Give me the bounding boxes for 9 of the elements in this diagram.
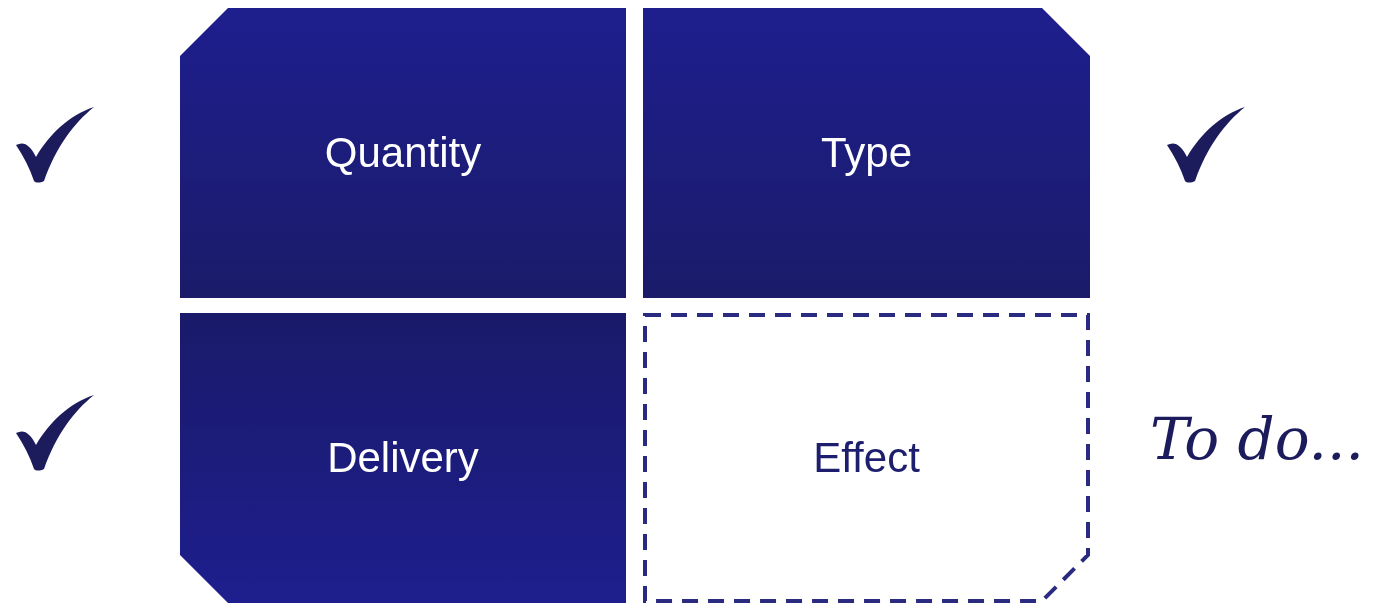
quadrant-panel (643, 8, 1090, 298)
quadrant-panel (180, 8, 626, 298)
panel-label: Type (820, 129, 913, 177)
panel-label: Quantity (324, 129, 482, 177)
panel-label: Delivery (327, 434, 479, 482)
panel-label: Effect (813, 434, 920, 482)
dashed-quadrant-panel (643, 313, 1090, 603)
quadrant-panel (180, 313, 626, 603)
handwritten-note: To do... (1150, 405, 1364, 473)
